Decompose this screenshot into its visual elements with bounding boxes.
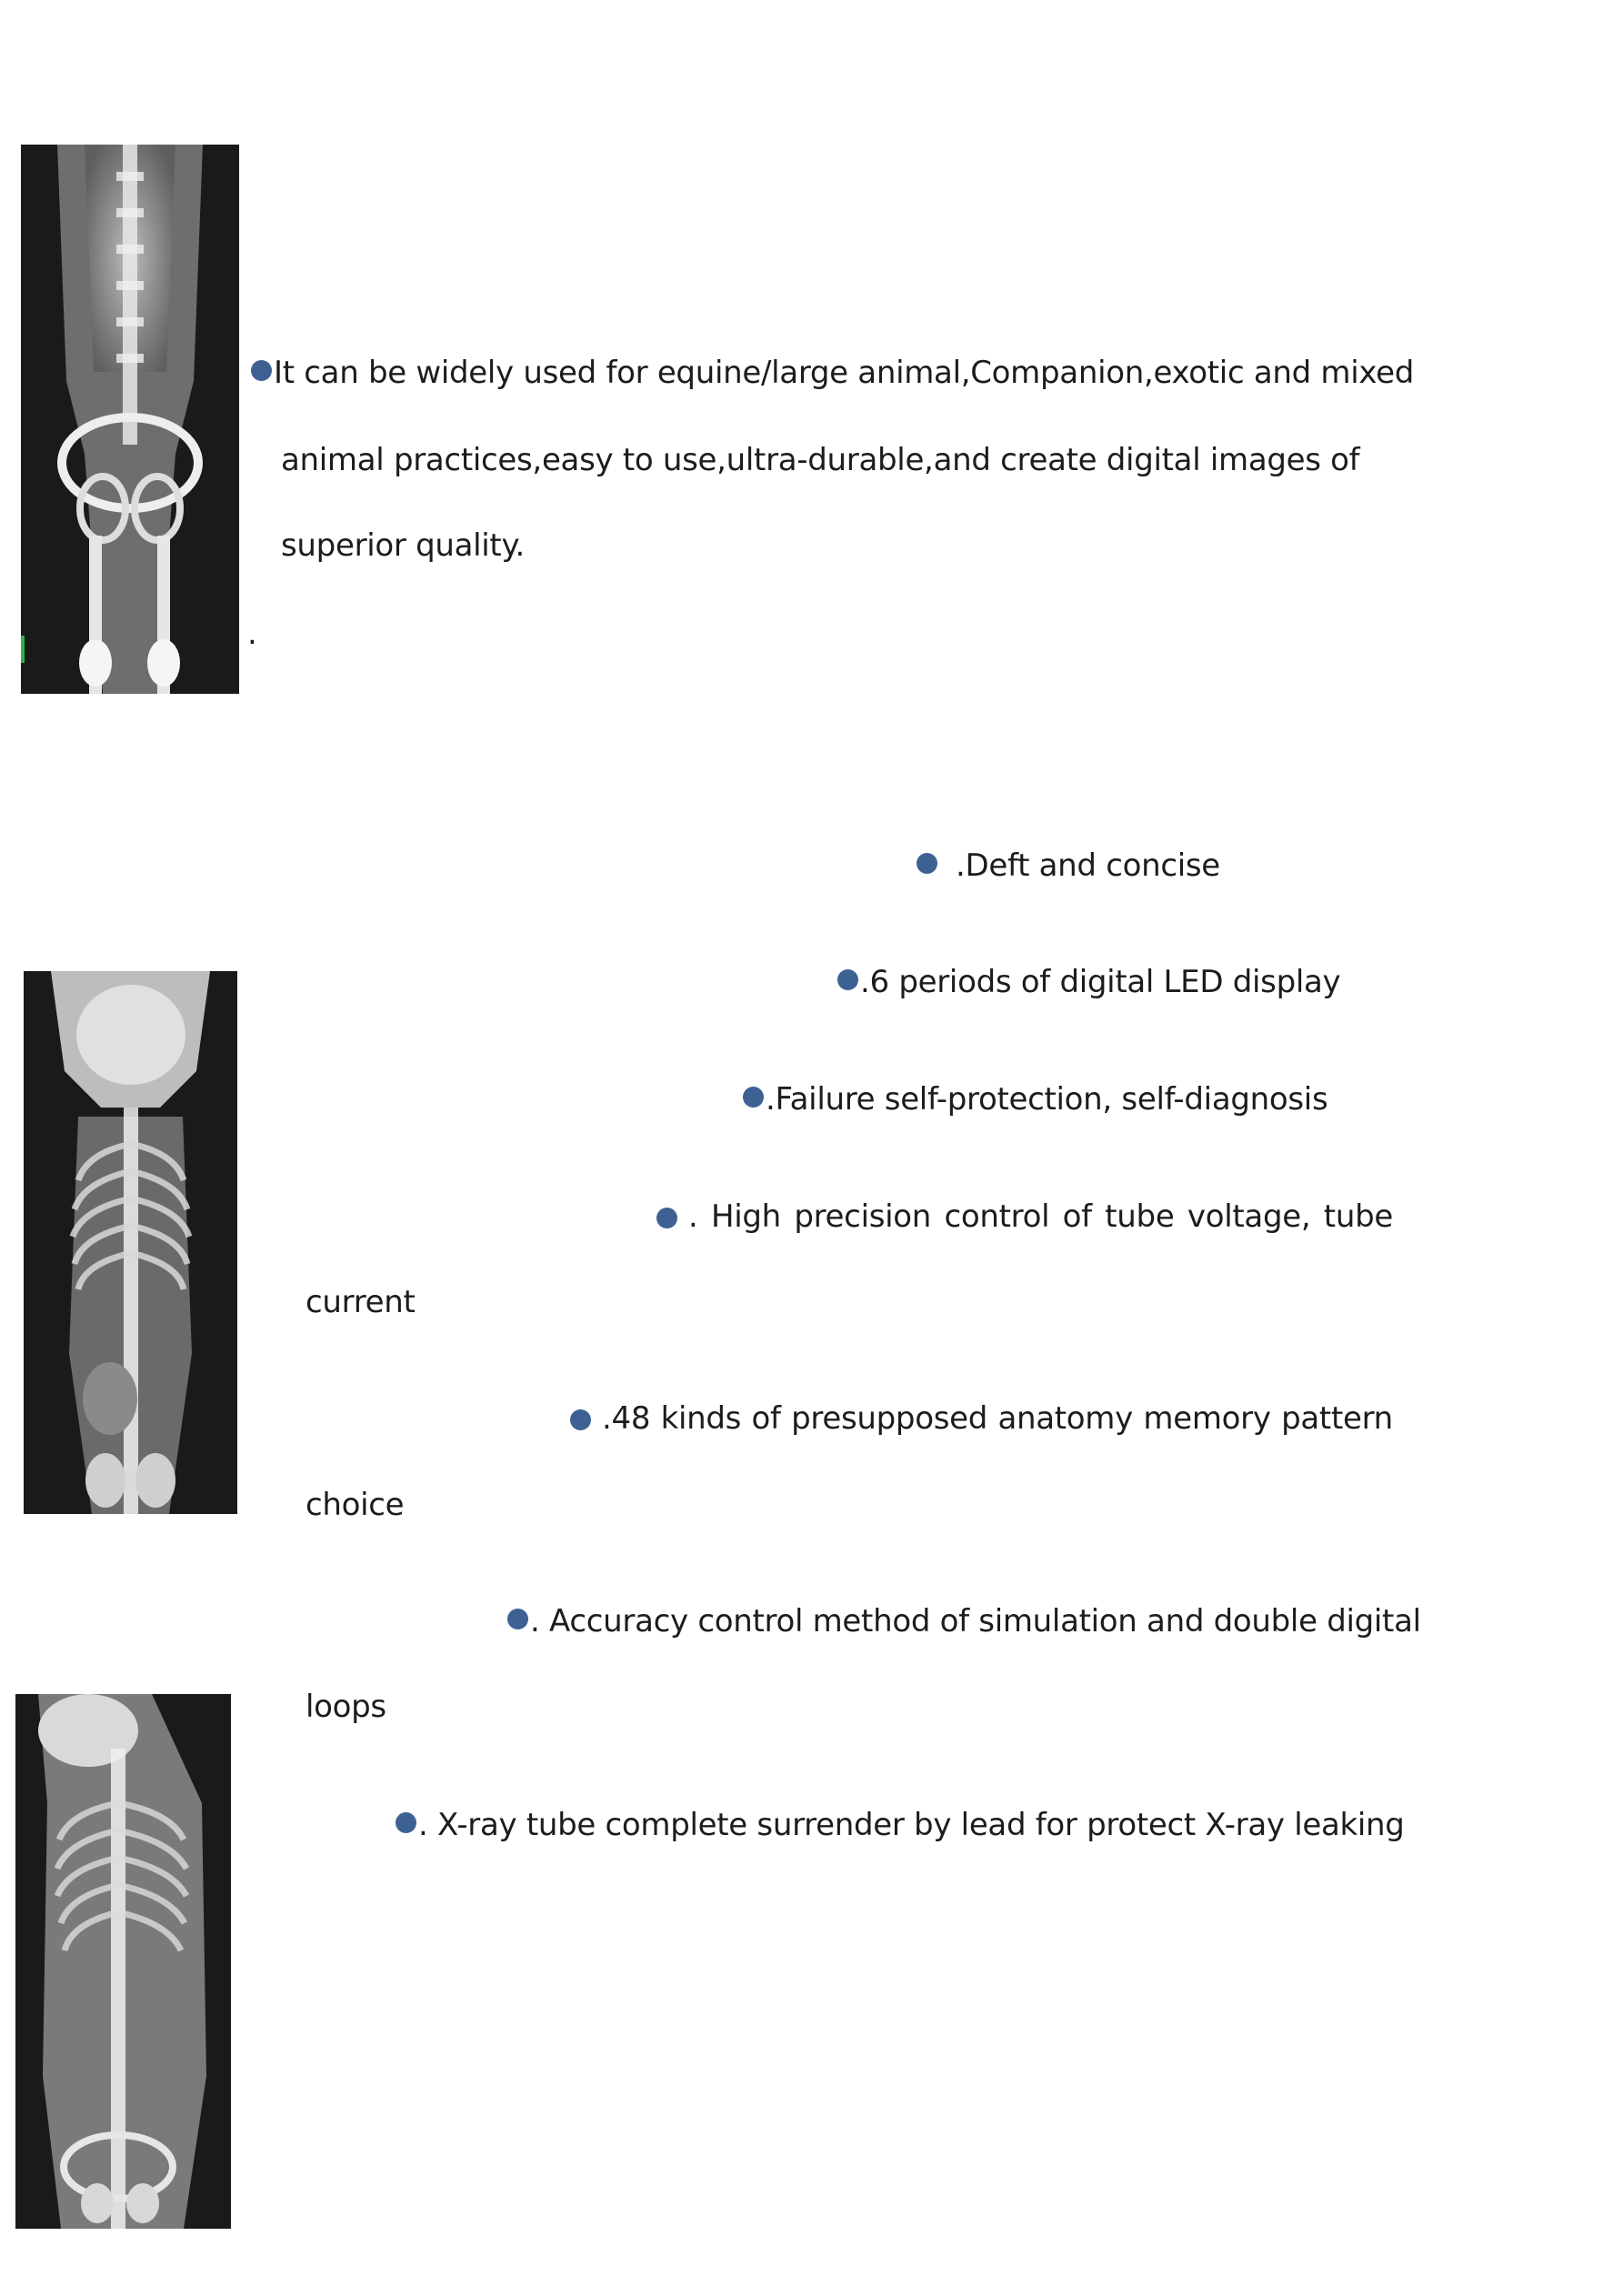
feature-2-text: .6 periods of digital LED display xyxy=(860,964,1341,1000)
feature-4-word: tube xyxy=(1105,1198,1175,1235)
feature-4-word: control xyxy=(944,1198,1050,1235)
feature-4-word: precision xyxy=(794,1198,932,1235)
bullet-icon xyxy=(837,969,858,990)
bullet-icon xyxy=(507,1609,528,1629)
feature-4-word: of xyxy=(1062,1198,1092,1235)
feature-3: .Failure self-protection, self-diagnosis xyxy=(743,1081,1328,1118)
bullet-icon xyxy=(917,853,937,874)
feature-7: . X-ray tube complete surrender by lead … xyxy=(396,1810,1405,1840)
feature-3-text: .Failure self-protection, self-diagnosis xyxy=(766,1081,1328,1118)
radiograph-icon xyxy=(15,1694,231,2229)
intro-line-2: animal practices,easy to use,ultra-durab… xyxy=(281,442,1360,478)
feature-5-word: pattern xyxy=(1281,1400,1393,1437)
feature-5-word: .48 xyxy=(602,1400,651,1437)
feature-4-word: tube xyxy=(1323,1198,1393,1235)
intro-line-1: It can be widely used for equine/large a… xyxy=(251,357,1414,388)
feature-4-word: High xyxy=(710,1198,781,1235)
xray-image-pelvis xyxy=(21,145,239,694)
xray-image-thorax xyxy=(24,971,237,1514)
bullet-icon xyxy=(251,360,272,381)
feature-5-word: of xyxy=(751,1400,781,1437)
feature-7-text: . X-ray tube complete surrender by lead … xyxy=(418,1807,1405,1843)
intro-text-1: It can be widely used for equine/large a… xyxy=(274,355,1415,391)
feature-6-continuation: loops xyxy=(306,1689,386,1725)
feature-4-line: . High precision control of tube voltage… xyxy=(688,1201,1393,1232)
feature-5-word: presupposed xyxy=(791,1400,988,1437)
feature-5-continuation: choice xyxy=(306,1487,405,1523)
feature-5-word: memory xyxy=(1143,1400,1271,1437)
bullet-icon xyxy=(396,1812,416,1833)
feature-1: .Deft and concise xyxy=(917,850,1220,881)
feature-6: . Accuracy control method of simulation … xyxy=(507,1606,1421,1637)
feature-5-word: anatomy xyxy=(997,1400,1133,1437)
feature-4-word: voltage, xyxy=(1187,1198,1311,1235)
feature-4-continuation: current xyxy=(306,1284,416,1320)
feature-4-word: . xyxy=(688,1198,698,1235)
feature-2: .6 periods of digital LED display xyxy=(837,964,1341,1000)
xray-image-full-body xyxy=(15,1694,231,2229)
bullet-icon xyxy=(743,1087,764,1108)
bullet-icon xyxy=(570,1409,591,1430)
stray-period: . xyxy=(247,616,257,652)
intro-line-3: superior quality. xyxy=(281,527,525,564)
feature-1-text: .Deft and concise xyxy=(956,847,1220,884)
radiograph-icon xyxy=(24,971,237,1514)
feature-5-line: .48 kinds of presupposed anatomy memory … xyxy=(602,1403,1393,1434)
feature-6-text: . Accuracy control method of simulation … xyxy=(530,1603,1421,1639)
feature-5-word: kinds xyxy=(660,1400,742,1437)
bullet-icon xyxy=(656,1208,677,1228)
radiograph-icon xyxy=(21,145,239,694)
